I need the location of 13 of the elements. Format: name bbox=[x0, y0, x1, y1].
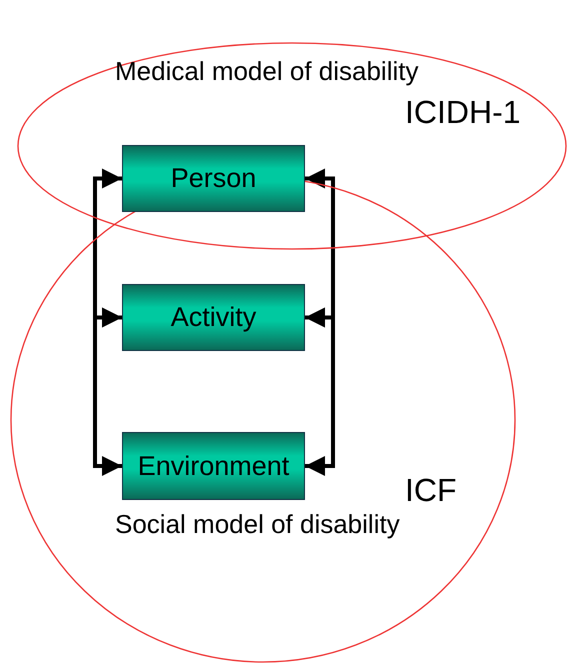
region-label: Social model of disability bbox=[115, 511, 400, 537]
arrow bbox=[305, 308, 335, 476]
region-label: ICIDH-1 bbox=[405, 96, 521, 128]
oval-region bbox=[17, 42, 567, 250]
arrow bbox=[93, 308, 122, 476]
region-label: ICF bbox=[405, 474, 457, 506]
box-label: Person bbox=[170, 163, 256, 194]
box-label: Activity bbox=[170, 302, 256, 333]
process-box bbox=[122, 145, 305, 212]
region-label: Medical model of disability bbox=[115, 58, 418, 84]
box-label: Environment bbox=[138, 450, 290, 482]
process-box bbox=[122, 284, 305, 351]
process-box bbox=[122, 432, 305, 500]
